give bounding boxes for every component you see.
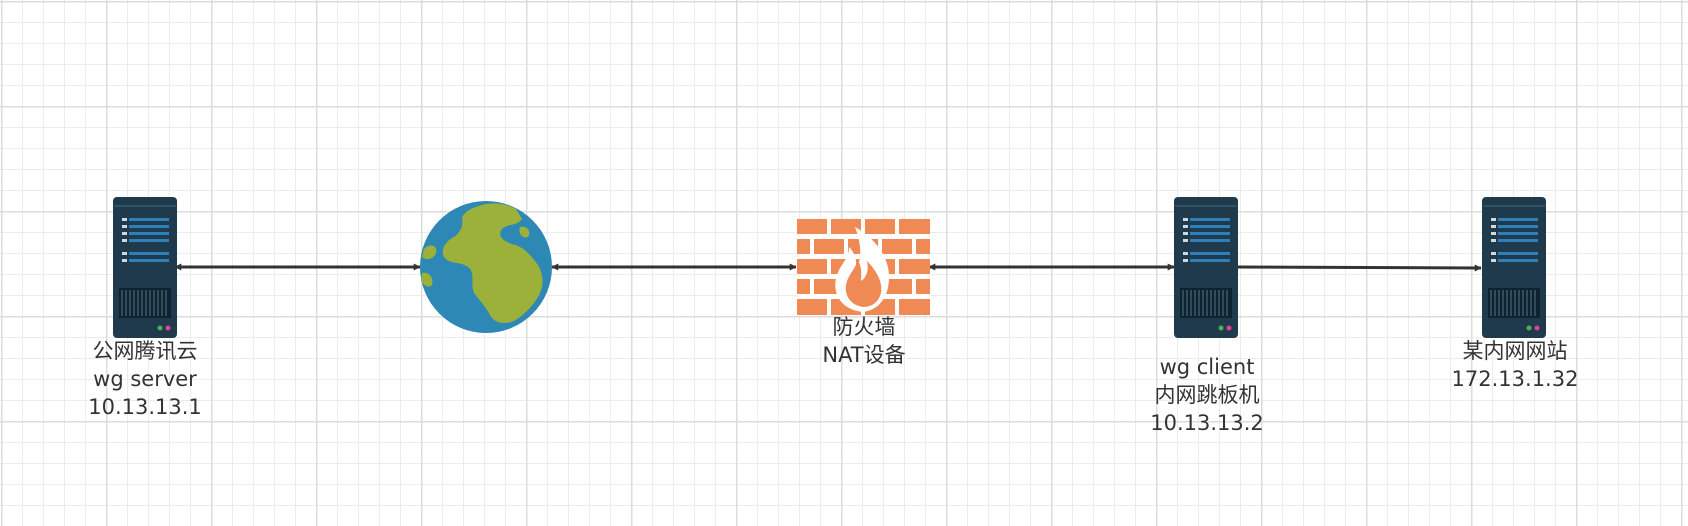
- server-icon[interactable]: [1482, 197, 1546, 338]
- firewall-icon[interactable]: [797, 219, 930, 315]
- server-label-line-2: wg server: [93, 367, 197, 391]
- server-label-line-1: 公网腾讯云: [92, 339, 198, 363]
- client-label-line-1: wg client: [1159, 355, 1255, 379]
- server-icon[interactable]: [1174, 197, 1238, 338]
- site-label-line-1: 某内网网站: [1462, 339, 1568, 363]
- globe-icon[interactable]: [420, 201, 552, 333]
- client-label-line-3: 10.13.13.2: [1150, 411, 1264, 435]
- server-label-line-3: 10.13.13.1: [88, 395, 202, 419]
- site-label-line-2: 172.13.1.32: [1451, 367, 1579, 391]
- firewall-label-line-2: NAT设备: [822, 343, 906, 367]
- firewall-label-line-1: 防火墙: [832, 315, 896, 339]
- firewall-label: 防火墙 NAT设备: [822, 313, 905, 369]
- connector-client-to-site: [1236, 264, 1482, 272]
- server-icon[interactable]: [113, 197, 177, 338]
- server-label: 公网腾讯云 wg server 10.13.13.1: [88, 337, 202, 421]
- site-label: 某内网网站 172.13.1.32: [1452, 337, 1579, 393]
- client-label: wg client 内网跳板机 10.13.13.2: [1150, 353, 1264, 437]
- client-label-line-2: 内网跳板机: [1154, 383, 1260, 407]
